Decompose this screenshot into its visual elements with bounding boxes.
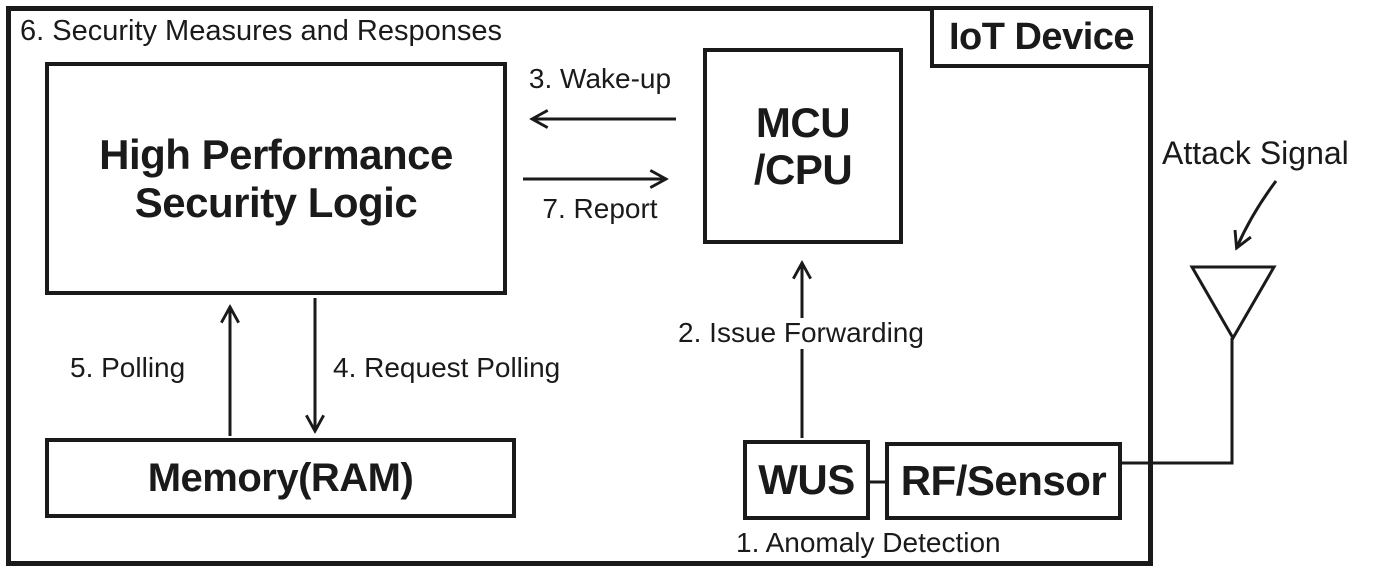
wus-box: WUS xyxy=(743,440,870,520)
antenna-icon xyxy=(1189,265,1277,341)
memory-label: Memory(RAM) xyxy=(147,455,414,500)
issue-forwarding-label: 2. Issue Forwarding xyxy=(655,317,947,349)
hpsl-label-line2: Security Logic xyxy=(134,178,418,226)
polling-label: 5. Polling xyxy=(70,352,186,383)
attack-signal-arrow xyxy=(1237,180,1278,247)
wus-label: WUS xyxy=(758,456,855,504)
wake-up-label: 3. Wake-up xyxy=(528,63,672,94)
anomaly-detection-label: 1. Anomaly Detection xyxy=(736,527,1001,558)
iot-device-boundary xyxy=(6,6,1153,566)
mcu-label-line1: MCU xyxy=(755,98,851,146)
rf-sensor-box: RF/Sensor xyxy=(885,442,1122,520)
request-polling-label: 4. Request Polling xyxy=(333,352,561,383)
iot-device-label: IoT Device xyxy=(948,15,1135,58)
rf-antenna-connector xyxy=(1122,338,1234,465)
hpsl-label-line1: High Performance xyxy=(99,131,453,179)
mcu-box: MCU /CPU xyxy=(703,48,903,244)
report-label: 7. Report xyxy=(542,193,658,224)
iot-device-label-box: IoT Device xyxy=(930,6,1153,68)
security-measures-label: 6. Security Measures and Responses xyxy=(20,15,502,47)
rf-sensor-label: RF/Sensor xyxy=(900,457,1107,505)
mcu-label-line2: /CPU xyxy=(753,146,853,193)
hpsl-box: High Performance Security Logic xyxy=(45,62,507,295)
memory-box: Memory(RAM) xyxy=(45,438,516,518)
attack-signal-label: Attack Signal xyxy=(1162,135,1349,171)
